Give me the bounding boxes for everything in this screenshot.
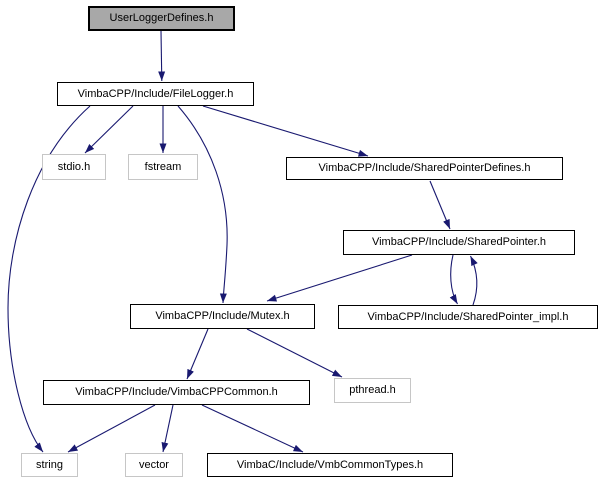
graph-node-pthread[interactable]: pthread.h — [334, 378, 411, 403]
graph-node-stdio[interactable]: stdio.h — [42, 154, 106, 180]
edge-shared-pointer-to-shared-pointer-impl — [449, 254, 458, 305]
graph-node-string[interactable]: string — [21, 453, 78, 477]
graph-node-user-logger-defines: UserLoggerDefines.h — [88, 6, 235, 31]
edge-vimba-cpp-common-to-vmb-common-types — [201, 404, 304, 453]
edge-mutex-to-pthread — [246, 328, 343, 378]
graph-node-shared-pointer-impl[interactable]: VimbaCPP/Include/SharedPointer_impl.h — [338, 305, 598, 329]
graph-node-fstream[interactable]: fstream — [128, 154, 198, 180]
edge-mutex-to-vimba-cpp-common — [186, 328, 209, 380]
edge-shared-pointer-impl-to-shared-pointer — [470, 255, 478, 306]
graph-node-file-logger[interactable]: VimbaCPP/Include/FileLogger.h — [57, 82, 254, 106]
graph-node-label-shared-pointer-defines: VimbaCPP/Include/SharedPointerDefines.h — [318, 162, 531, 174]
graph-node-vector[interactable]: vector — [125, 453, 183, 477]
graph-node-label-fstream: fstream — [144, 160, 182, 173]
graph-node-label-vimba-cpp-common: VimbaCPP/Include/VimbaCPPCommon.h — [75, 386, 278, 398]
graph-node-vmb-common-types[interactable]: VimbaC/Include/VmbCommonTypes.h — [207, 453, 453, 477]
graph-node-shared-pointer-defines[interactable]: VimbaCPP/Include/SharedPointerDefines.h — [286, 157, 563, 180]
graph-node-label-stdio: stdio.h — [57, 160, 91, 173]
graph-node-label-mutex: VimbaCPP/Include/Mutex.h — [155, 310, 290, 322]
graph-node-label-vector: vector — [139, 458, 169, 471]
edge-file-logger-to-mutex — [177, 105, 228, 304]
graph-node-label-pthread: pthread.h — [349, 384, 396, 396]
graph-node-label-user-logger-defines: UserLoggerDefines.h — [109, 12, 214, 24]
edge-vimba-cpp-common-to-vector — [161, 404, 174, 453]
graph-node-label-file-logger: VimbaCPP/Include/FileLogger.h — [77, 87, 234, 100]
graph-node-label-string: string — [36, 458, 63, 471]
edge-user-logger-defines-to-file-logger — [158, 30, 166, 82]
graph-node-mutex[interactable]: VimbaCPP/Include/Mutex.h — [130, 304, 315, 329]
edge-file-logger-to-shared-pointer-defines — [202, 105, 369, 157]
graph-node-label-vmb-common-types: VimbaC/Include/VmbCommonTypes.h — [236, 458, 424, 471]
edge-vimba-cpp-common-to-string — [67, 404, 156, 453]
edge-shared-pointer-to-mutex — [266, 254, 413, 302]
edge-file-logger-to-stdio — [84, 105, 134, 154]
graph-node-label-shared-pointer-impl: VimbaCPP/Include/SharedPointer_impl.h — [367, 310, 569, 323]
graph-node-vimba-cpp-common[interactable]: VimbaCPP/Include/VimbaCPPCommon.h — [43, 380, 310, 405]
graph-node-shared-pointer[interactable]: VimbaCPP/Include/SharedPointer.h — [343, 230, 575, 255]
edge-shared-pointer-defines-to-shared-pointer — [429, 180, 451, 230]
graph-node-label-shared-pointer: VimbaCPP/Include/SharedPointer.h — [371, 236, 547, 248]
